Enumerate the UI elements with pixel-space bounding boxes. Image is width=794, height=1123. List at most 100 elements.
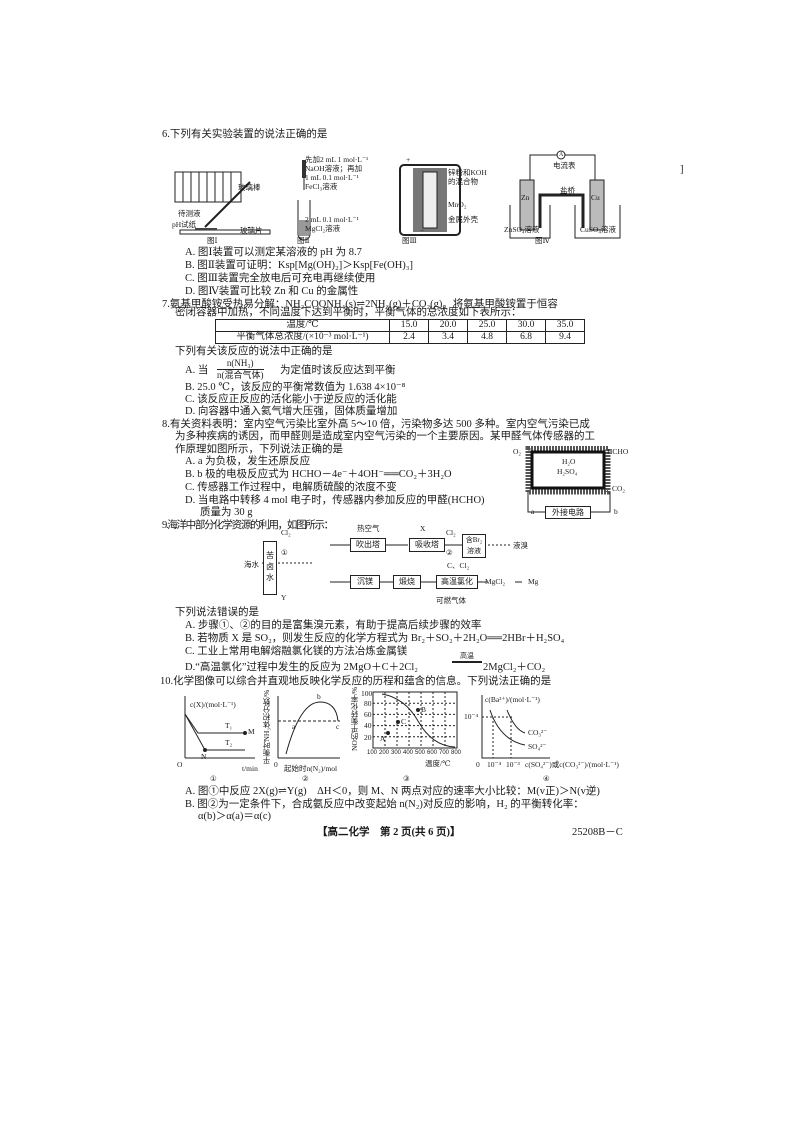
q9-option-c: C. 工业上常用电解熔融氯化镁的方法冶炼金属镁 [185, 646, 408, 657]
chart3-point-c: C [401, 717, 407, 726]
label-h2o: H₂O [562, 457, 576, 466]
flow-x: X [420, 524, 426, 533]
chart3-ytick: 100 [361, 689, 373, 698]
flow-mg: Mg [528, 577, 539, 586]
chart1-origin: O [177, 760, 183, 769]
table-cell: 3.4 [428, 331, 468, 344]
q7-option-a-suffix: 为定值时该反应达到平衡 [280, 365, 396, 376]
chart3-ytick: 60 [364, 710, 372, 719]
fig4-text: Cu [591, 193, 600, 202]
chart3-point-b: B [421, 705, 427, 714]
chart4-plot [481, 695, 550, 759]
chart3-xtick: 600 [427, 750, 438, 756]
figure-1-label: 图Ⅰ [207, 236, 218, 245]
brine-box: 苦卤水 [263, 541, 277, 595]
fig3-text: 的混合物 [448, 177, 478, 186]
figure-2-test-tube [297, 160, 311, 241]
fig2-text: 先加2 mL 1 mol·L⁻¹ [305, 155, 369, 164]
figure-3-label: 图Ⅲ [402, 236, 417, 245]
label-hcho: HCHO [607, 447, 629, 456]
chart1-ylabel: c(X)/(mol·L⁻¹) [190, 700, 236, 709]
table-row: 平衡气体总浓度/(×10⁻³ mol·L⁻¹) 2.4 3.4 4.8 6.8 … [215, 331, 585, 344]
flow-cl2: Cl₂ [281, 528, 291, 537]
q8-line1: 8.有关资料表明：室内空气污染比室外高 5～10 倍，污染物多达 500 多种。… [162, 419, 590, 430]
q7-question: 下列有关该反应的说法中正确的是 [175, 346, 333, 357]
mg-precipitation-box: 沉镁 [350, 575, 380, 589]
q8-line2: 为多种疾病的诱因，而甲醛则是造成室内空气污染的一个主要原因。某甲醛气体传感器的工 [175, 431, 595, 442]
chart2-point-c: c [336, 722, 340, 731]
q10-option-a: A. 图①中反应 2X(g)⇌Y(g) ΔH＜0，则 M、N 两点对应的速率大小… [185, 786, 600, 797]
fig2-text: 1 mL 0.1 mol·L⁻¹ [305, 173, 359, 182]
chart2-point-a: a [292, 722, 296, 731]
q8-option-c: C. 传感器工作过程中，电解质硫酸的浓度不变 [185, 482, 397, 493]
label-a: a [531, 507, 535, 516]
fig4-text: CuSO₄溶液 [580, 225, 616, 234]
chlorination-box: 高温氯化 [436, 575, 478, 589]
q7-table: 温度/℃ 15.0 20.0 25.0 30.0 35.0 平衡气体总浓度/(×… [215, 319, 585, 344]
q7-option-a-prefix: A. 当 [185, 365, 209, 376]
table-cell: 35.0 [545, 319, 585, 332]
fig2-text: NaOH溶液；再加 [305, 164, 363, 173]
fig4-text: 盐桥 [560, 186, 575, 195]
chart3-xlabel: 温度/℃ [425, 759, 451, 768]
q6-option-a: A. 图Ⅰ装置可以测定某溶液的 pH 为 8.7 [185, 247, 362, 258]
flow-c-cl2: C、Cl₂ [447, 561, 470, 570]
fig3-text: 锌粉和KOH [448, 168, 487, 177]
label-test-liquid: 待测液 [178, 209, 201, 218]
chart4-number: ④ [543, 774, 550, 783]
table-cell: 20.0 [428, 319, 468, 332]
absorption-tower: 吸收塔 [409, 538, 445, 552]
chart1-t2: T₂ [225, 738, 233, 747]
q7-fraction: n(NH₃) n(混合气体) [217, 358, 264, 381]
q7-option-b: B. 25.0 ℃，该反应的平衡常数值为 1.638 4×10⁻⁸ [185, 382, 406, 393]
chart4-co3-label: CO₃²⁻ [528, 728, 548, 737]
label-h2so4: H₂SO₄ [557, 467, 578, 476]
table-cell: 25.0 [467, 319, 507, 332]
q10-charts [184, 691, 458, 759]
q6-option-b: B. 图Ⅱ装置可证明：Ksp[Mg(OH)₂]＞Ksp[Fe(OH)₃] [185, 260, 413, 271]
chart4-xlabel: c(SO₄²⁻)或c(CO₃²⁻)/(mol·L⁻¹) [525, 760, 619, 769]
flow-y: Y [281, 593, 287, 602]
q8-option-d: D. 当电路中转移 4 mol 电子时，传感器内参加反应的甲醛(HCHO) [185, 495, 485, 506]
fig4-text: ZnSO₄溶液 [504, 225, 540, 234]
figure-4-galvanic-cell [509, 150, 621, 239]
fig3-text: MnO₂ [448, 200, 467, 209]
figure-4-label: 图Ⅳ [535, 236, 550, 245]
blow-out-tower: 吹出塔 [350, 538, 386, 552]
q8-line3: 作原理如图所示，下列说法正确的是 [175, 444, 343, 455]
chart3-xtick: 100 [367, 750, 378, 756]
fig2-text: MgCl₂溶液 [305, 224, 341, 233]
footer-code: 25208B－C [572, 827, 623, 838]
fraction-numerator: n(NH₃) [217, 358, 264, 370]
footer-page-info: 【高二化学 第 2 页(共 6 页)】 [317, 827, 461, 838]
fig4-text: 电流表 [553, 161, 576, 170]
table-cell: 6.8 [506, 331, 546, 344]
chart3-ytick: 40 [364, 721, 372, 730]
chart1-point-m: M [248, 727, 255, 736]
table-header: 平衡气体总浓度/(×10⁻³ mol·L⁻¹) [215, 331, 390, 344]
condition-high-temp: 高温 [452, 652, 482, 663]
q8-option-d-cont: 质量为 30 g [200, 507, 253, 518]
q9-flow-arrows [262, 544, 522, 583]
chart3-number: ③ [403, 774, 410, 783]
fig3-plus: + [406, 155, 411, 164]
chart3-point-a: A [380, 734, 386, 743]
chart-1 [184, 696, 255, 759]
q6-option-d: D. 图Ⅳ装置可比较 Zn 和 Cu 的金属性 [185, 286, 359, 297]
chart3-xtick: 500 [415, 750, 426, 756]
chart1-point-n: N [201, 752, 207, 761]
q6-option-c: C. 图Ⅲ装置完全放电后可充电再继续使用 [185, 273, 376, 284]
question-10-title: 10.化学图像可以综合并直观地反映化学反应的历程和蕴含的信息。下列说法正确的是 [160, 676, 552, 687]
question-9-title: 9.海洋中部分化学资源的利用，如图所示： [162, 520, 334, 531]
label-co2: CO₂ [612, 484, 626, 493]
fig4-text: Zn [521, 193, 530, 202]
chart1-t1: T₁ [225, 721, 233, 730]
label-glass-plate: 玻璃片 [240, 226, 263, 235]
calcination-box: 煅烧 [393, 575, 421, 589]
question-6-title: 6.下列有关实验装置的说法正确的是 [162, 129, 328, 140]
fig2-text: 2 mL 0.1 mol·L⁻¹ [305, 215, 359, 224]
question-7-line2: 密闭容器中加热，不同温度下达到平衡时，平衡气体的总浓度如下表所示： [175, 307, 522, 318]
chart4-so4-label: SO₄²⁻ [528, 742, 547, 751]
q8-option-b: B. b 极的电极反应式为 HCHO－4e⁻＋4OH⁻══CO₂＋3H₂O [185, 469, 452, 480]
table-header: 温度/℃ [215, 319, 390, 332]
